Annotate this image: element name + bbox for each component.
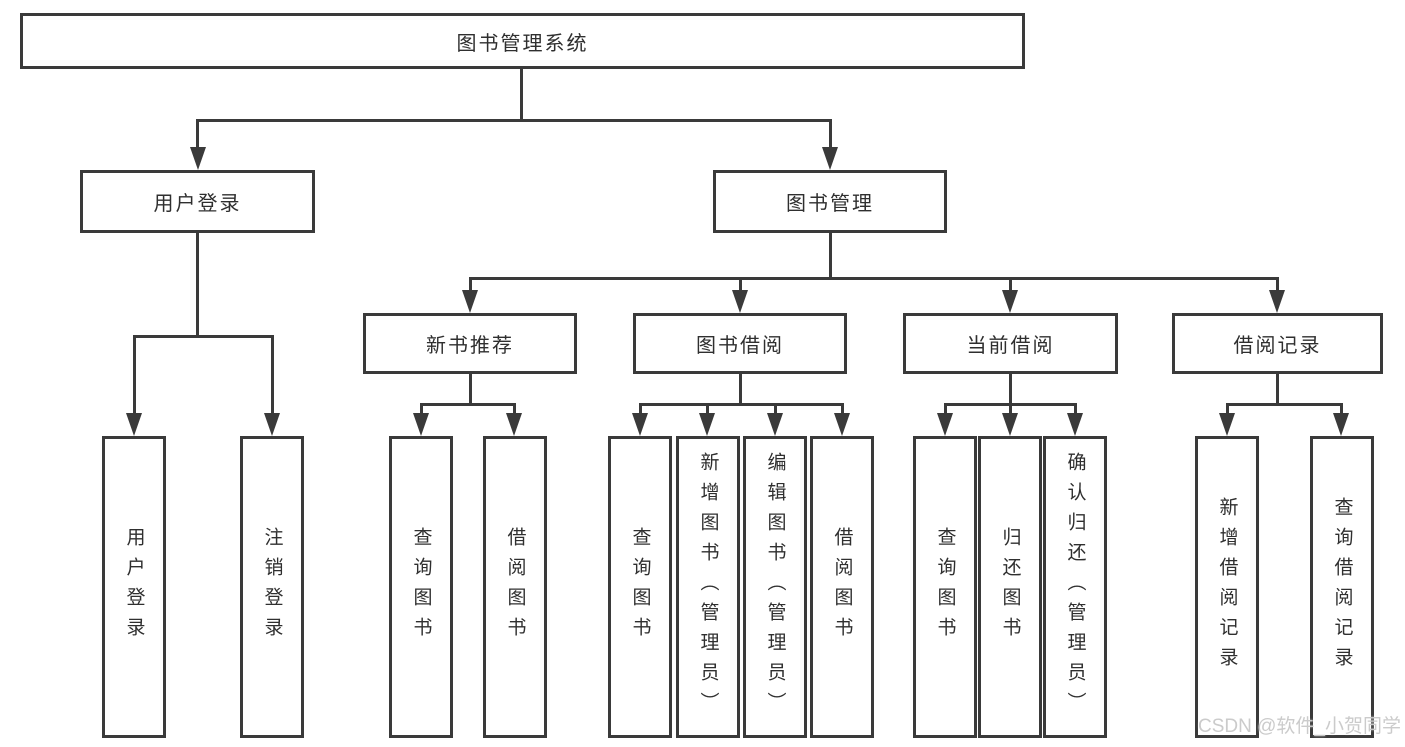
connector-line [1276, 374, 1279, 406]
leaf-logout: 注销登录 [240, 436, 304, 738]
leaf-borrow-books-recommend: 借阅图书 [483, 436, 547, 738]
connector-line [469, 277, 472, 293]
leaf-confirm-return-admin: 确认归还（管理员） [1043, 436, 1107, 738]
arrow-down-icon [1333, 413, 1349, 436]
leaf-user-login: 用户登录 [102, 436, 166, 738]
node-new-book-recommend-label: 新书推荐 [426, 335, 514, 357]
leaf-query-books-current: 查询图书 [913, 436, 977, 738]
leaf-return-book: 归还图书 [978, 436, 1042, 738]
leaf-borrow-books-borrowing-label: 借阅图书 [831, 527, 853, 647]
connector-line [133, 335, 136, 415]
leaf-add-borrow-record-label: 新增借阅记录 [1216, 497, 1238, 677]
arrow-down-icon [822, 147, 838, 170]
arrow-down-icon [413, 413, 429, 436]
connector-line [520, 67, 523, 122]
node-new-book-recommend: 新书推荐 [363, 313, 577, 374]
arrow-down-icon [1002, 290, 1018, 313]
leaf-add-borrow-record: 新增借阅记录 [1195, 436, 1259, 738]
connector-line [1276, 277, 1279, 293]
node-borrowing-records-label: 借阅记录 [1233, 335, 1322, 357]
arrow-down-icon [1067, 413, 1083, 436]
connector-line [829, 233, 832, 279]
connector-line [639, 403, 642, 415]
leaf-user-login-label: 用户登录 [123, 527, 145, 647]
leaf-add-book-admin: 新增图书（管理员） [676, 436, 740, 738]
node-book-borrowing: 图书借阅 [633, 313, 847, 374]
connector-line [1009, 374, 1012, 406]
arrow-down-icon [462, 290, 478, 313]
connector-line [196, 233, 199, 338]
connector-line [739, 277, 742, 293]
arrow-down-icon [632, 413, 648, 436]
leaf-query-books-recommend-label: 查询图书 [410, 527, 432, 647]
leaf-query-books-current-label: 查询图书 [934, 527, 956, 647]
leaf-query-borrow-record: 查询借阅记录 [1310, 436, 1374, 738]
arrow-down-icon [126, 413, 142, 436]
node-current-borrowing-label: 当前借阅 [966, 335, 1055, 357]
arrow-down-icon [506, 413, 522, 436]
leaf-query-borrow-record-label: 查询借阅记录 [1331, 497, 1353, 677]
csdn-watermark: CSDN @软件_小贺同学 [1198, 716, 1401, 737]
connector-line [1340, 403, 1343, 415]
arrow-down-icon [264, 413, 280, 436]
leaf-return-book-label: 归还图书 [999, 527, 1021, 647]
node-book-management: 图书管理 [713, 170, 947, 233]
arrow-down-icon [699, 413, 715, 436]
node-current-borrowing: 当前借阅 [903, 313, 1118, 374]
arrow-down-icon [1219, 413, 1235, 436]
connector-line [1226, 403, 1343, 406]
connector-line [196, 119, 832, 122]
connector-line [706, 403, 709, 415]
connector-line [133, 335, 274, 338]
arrow-down-icon [834, 413, 850, 436]
leaf-edit-book-admin: 编辑图书（管理员） [743, 436, 807, 738]
node-borrowing-records: 借阅记录 [1172, 313, 1383, 374]
connector-line [271, 335, 274, 415]
arrow-down-icon [190, 147, 206, 170]
connector-line [1009, 403, 1012, 415]
connector-line [841, 403, 844, 415]
leaf-confirm-return-admin-label: 确认归还（管理员） [1064, 452, 1086, 722]
leaf-query-books-borrowing: 查询图书 [608, 436, 672, 738]
leaf-borrow-books-recommend-label: 借阅图书 [504, 527, 526, 647]
leaf-logout-label: 注销登录 [261, 527, 283, 647]
node-book-borrowing-label: 图书借阅 [696, 335, 784, 357]
connector-line [774, 403, 777, 415]
connector-line [1074, 403, 1077, 415]
connector-line [513, 403, 516, 415]
connector-line [739, 374, 742, 406]
arrow-down-icon [937, 413, 953, 436]
connector-line [420, 403, 516, 406]
arrow-down-icon [767, 413, 783, 436]
arrow-down-icon [1002, 413, 1018, 436]
connector-line [829, 119, 832, 150]
leaf-add-book-admin-label: 新增图书（管理员） [697, 452, 719, 722]
connector-line [944, 403, 947, 415]
leaf-query-books-recommend: 查询图书 [389, 436, 453, 738]
node-root: 图书管理系统 [20, 13, 1025, 69]
connector-line [469, 277, 1279, 280]
connector-line [639, 403, 843, 406]
node-root-label: 图书管理系统 [456, 32, 589, 55]
connector-line [420, 403, 423, 415]
connector-line [1009, 277, 1012, 293]
leaf-borrow-books-borrowing: 借阅图书 [810, 436, 874, 738]
arrow-down-icon [1269, 290, 1285, 313]
node-user-login-group: 用户登录 [80, 170, 315, 233]
leaf-edit-book-admin-label: 编辑图书（管理员） [764, 452, 786, 722]
node-user-login-group-label: 用户登录 [153, 193, 242, 215]
node-book-management-label: 图书管理 [786, 193, 874, 215]
arrow-down-icon [732, 290, 748, 313]
leaf-query-books-borrowing-label: 查询图书 [629, 527, 651, 647]
connector-line [1226, 403, 1229, 415]
connector-line [469, 374, 472, 406]
connector-line [196, 119, 199, 150]
